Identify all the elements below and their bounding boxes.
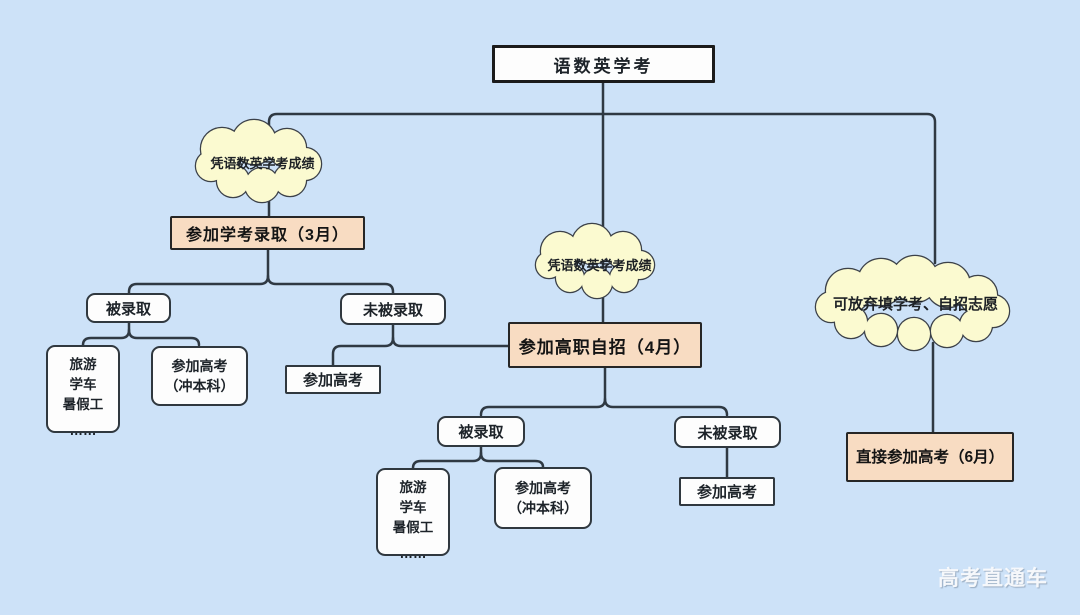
node-root-exam: 语数英学考 bbox=[492, 45, 715, 83]
connector-lines bbox=[81, 81, 937, 479]
cloud-left-label: 凭语数英学考成绩 bbox=[210, 155, 315, 171]
gaokao-bachelor-1-line: 参加高考 bbox=[171, 358, 228, 374]
node-leisure-2: 旅游 学车 暑假工 …… bbox=[376, 468, 450, 561]
leisure-2-line: 暑假工 bbox=[392, 520, 434, 535]
leisure-2-line: …… bbox=[399, 546, 427, 561]
gaokao-bachelor-2-line: 参加高考 bbox=[515, 480, 571, 496]
node-not-admitted-2: 未被录取 bbox=[674, 416, 781, 448]
node-admitted-1: 被录取 bbox=[86, 293, 171, 323]
leisure-1-line: 学车 bbox=[69, 377, 97, 392]
cloud-left-shape bbox=[194, 118, 323, 204]
watermark-text: 高考直通车 bbox=[938, 567, 1048, 590]
node-june-gaokao: 直接参加高考（6月） bbox=[846, 432, 1014, 482]
leisure-2-line: 学车 bbox=[399, 500, 427, 515]
node-march-admission: 参加学考录取（3月） bbox=[170, 216, 365, 250]
leisure-1-line: 旅游 bbox=[69, 357, 97, 372]
cloud-middle-label: 凭语数英学考成绩 bbox=[547, 257, 652, 273]
leisure-2-line: 旅游 bbox=[399, 480, 427, 495]
cloud-middle-shape bbox=[534, 222, 656, 300]
leisure-1-line: …… bbox=[69, 423, 97, 438]
leisure-1-line: 暑假工 bbox=[62, 397, 104, 412]
node-gaokao-bachelor-2: 参加高考 （冲本科） bbox=[494, 467, 592, 529]
node-gaokao-2: 参加高考 bbox=[679, 477, 775, 506]
gaokao-bachelor-2-line: （冲本科） bbox=[508, 500, 578, 516]
node-april-recruitment: 参加高职自招（4月） bbox=[508, 322, 702, 368]
node-admitted-2: 被录取 bbox=[437, 416, 525, 447]
cloud-right-shape bbox=[814, 254, 1011, 352]
node-gaokao-1: 参加高考 bbox=[285, 365, 381, 394]
node-leisure-1: 旅游 学车 暑假工 …… bbox=[46, 345, 120, 438]
cloud-right-label: 可放弃填学考、自招志愿 bbox=[832, 295, 998, 313]
node-gaokao-bachelor-1: 参加高考 （冲本科） bbox=[151, 346, 248, 406]
gaokao-bachelor-1-line: （冲本科） bbox=[164, 378, 235, 394]
node-not-admitted-1: 未被录取 bbox=[340, 293, 446, 325]
